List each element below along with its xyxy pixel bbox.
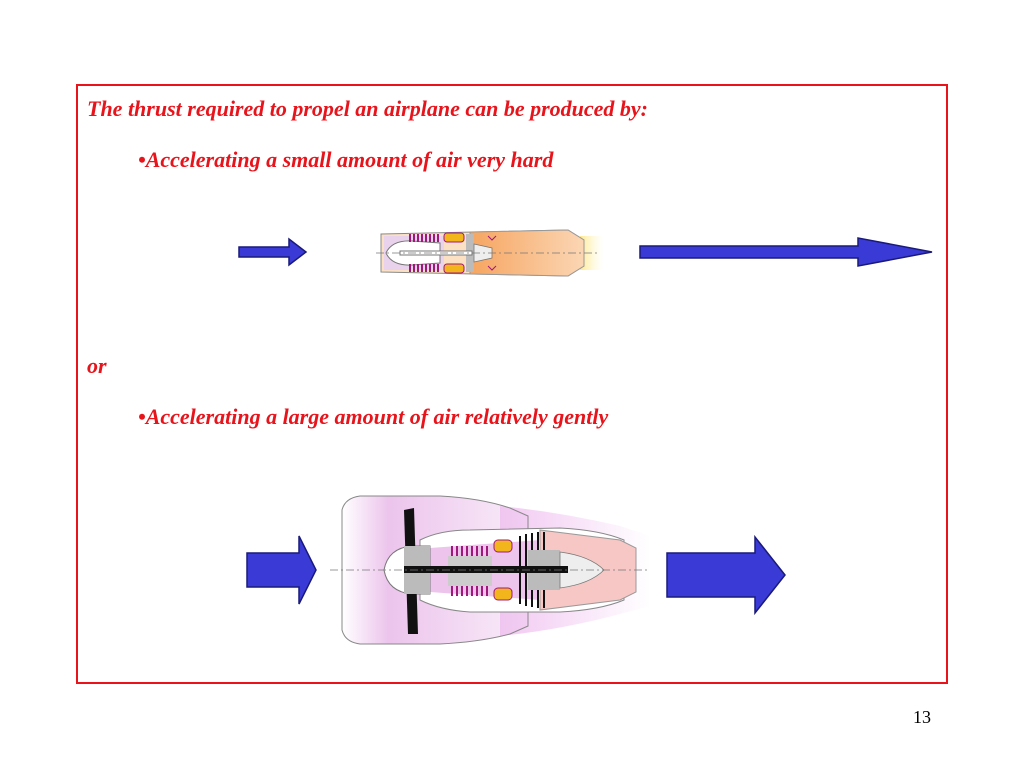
slide-heading: The thrust required to propel an airplan… xyxy=(87,96,649,121)
connector-or: or xyxy=(87,353,107,378)
bullet-small-air: •Accelerating a small amount of air very… xyxy=(138,149,553,171)
bullet-marker: • xyxy=(138,147,146,172)
page-number: 13 xyxy=(913,707,931,727)
content-frame xyxy=(76,84,948,684)
large-inlet-arrow-icon xyxy=(246,535,317,605)
bullet-marker: • xyxy=(138,404,146,429)
bullet-large-air: •Accelerating a large amount of air rela… xyxy=(138,406,608,428)
small-exhaust-arrow-icon xyxy=(639,237,933,267)
turbojet-engine xyxy=(376,229,604,277)
large-exhaust-arrow-icon xyxy=(666,534,786,616)
turbofan-engine xyxy=(330,495,650,645)
bullet-text: Accelerating a large amount of air relat… xyxy=(145,404,609,429)
small-inlet-arrow-icon xyxy=(238,237,308,267)
bullet-text: Accelerating a small amount of air very … xyxy=(145,147,554,172)
